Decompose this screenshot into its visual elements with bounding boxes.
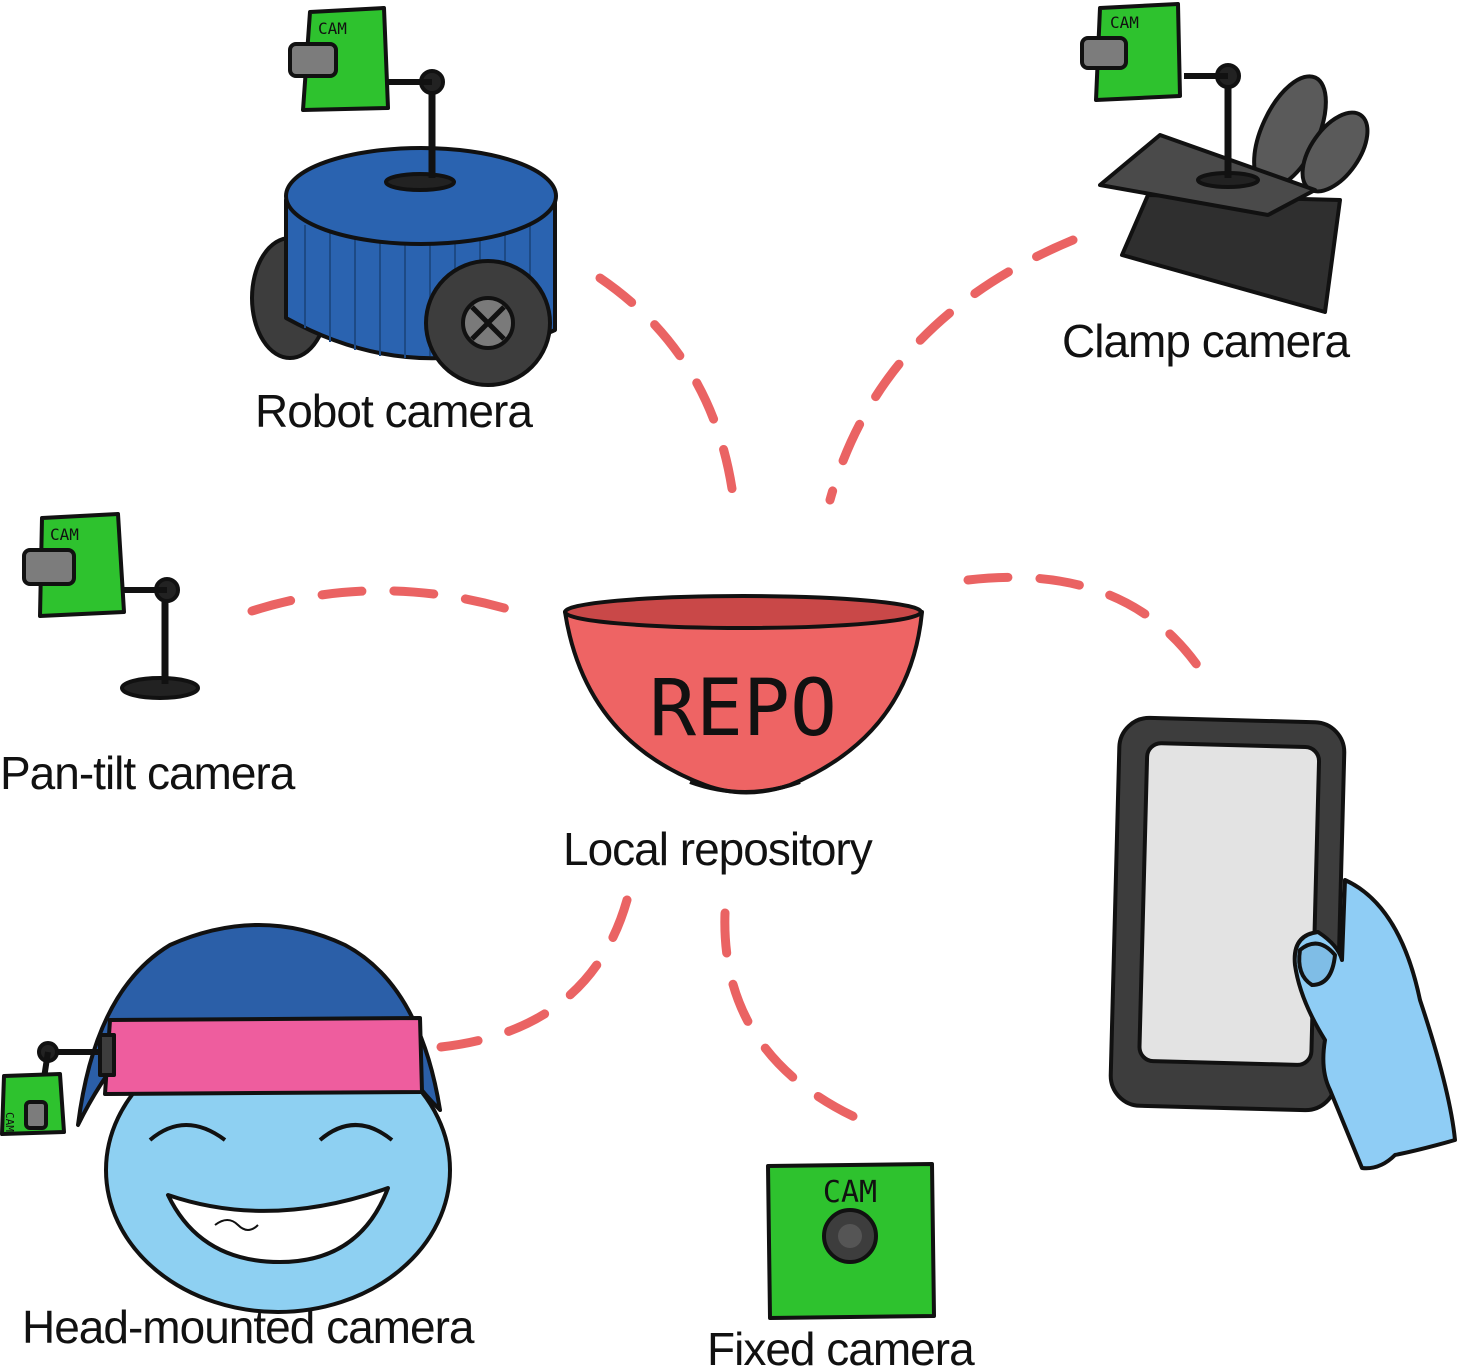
mouth	[166, 1186, 390, 1264]
head-cam-text: CAM	[3, 1112, 16, 1132]
fixed-camera-label: Fixed camera	[707, 1323, 975, 1372]
connector-head	[436, 895, 632, 1052]
left-eye	[148, 1123, 227, 1142]
fixed-cam-text: CAM	[823, 1175, 877, 1210]
thumb-nail	[1297, 941, 1337, 987]
phone-illustration	[1108, 715, 1457, 1171]
pantilt-camera-illustration: CAM	[22, 512, 200, 700]
robot-cam-text: CAM	[318, 19, 347, 38]
pantilt-base	[120, 676, 200, 700]
right-eye	[318, 1123, 394, 1142]
robot-cam-lens	[288, 42, 338, 78]
connectors	[247, 235, 1218, 1129]
connector-clamp	[825, 235, 1078, 505]
bowl-text: REPO	[649, 664, 837, 754]
robot-mast-base	[384, 172, 456, 192]
pantilt-camera-label: Pan-tilt camera	[0, 747, 295, 799]
clamp-camera-label: Clamp camera	[1062, 315, 1350, 367]
bowl-foot	[689, 780, 801, 794]
clamp-camera-illustration: CAM	[1080, 2, 1370, 314]
clamp-lower-plate	[1120, 193, 1342, 314]
clamp-cam-lens	[1080, 36, 1128, 70]
connector-phone	[963, 572, 1218, 695]
connector-pantilt	[247, 586, 523, 617]
connector-fixed	[720, 908, 875, 1129]
connector-robot	[595, 273, 740, 517]
pantilt-cam-lens	[22, 548, 76, 586]
robot-camera-label: Robot camera	[255, 385, 533, 437]
fixed-camera-illustration: CAM	[766, 1162, 936, 1320]
clamp-cam-text: CAM	[1110, 13, 1139, 32]
headband	[103, 1016, 424, 1096]
robot-top	[284, 146, 558, 246]
local-repository-label: Local repository	[563, 823, 873, 875]
head-cam-mount	[98, 1033, 116, 1077]
pantilt-cam-text: CAM	[50, 525, 79, 544]
repo-bowl: REPO	[563, 594, 924, 795]
bowl-rim	[563, 594, 923, 630]
phone-screen	[1137, 741, 1322, 1067]
robot-camera-illustration: CAM	[250, 6, 558, 387]
head-mounted-camera-label: Head-mounted camera	[22, 1301, 474, 1353]
head-illustration: CAM	[0, 923, 452, 1314]
head-cam-lens	[24, 1100, 48, 1130]
